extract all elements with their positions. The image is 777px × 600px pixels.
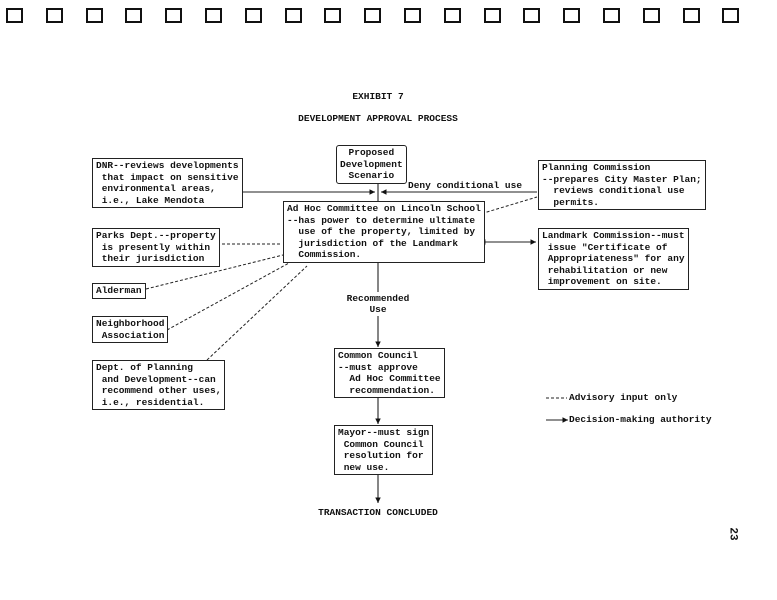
binder-hole <box>284 8 302 23</box>
node-line: recommendation. <box>338 384 435 396</box>
node-line: Ad Hoc Committee on Lincoln School <box>287 203 481 214</box>
binder-hole <box>364 8 382 23</box>
node-line: Association <box>96 329 165 341</box>
node-line: rehabilitation or new <box>542 264 668 276</box>
node-line: Scenario <box>348 170 395 181</box>
node-line: reviews conditional use <box>542 185 685 196</box>
node-line: improvement on site. <box>542 276 662 287</box>
node-dept-planning: Dept. of Planning and Development--can r… <box>92 360 226 410</box>
node-mayor: Mayor--must sign Common Council resoluti… <box>334 425 434 475</box>
legend-advisory: Advisory input only <box>569 392 678 403</box>
node-line: Ad Hoc Committee <box>338 373 441 384</box>
node-line: --prepares City Master Plan; <box>542 173 702 185</box>
planning-dashed <box>476 196 538 216</box>
binder-hole <box>443 8 461 23</box>
deny-label: Deny conditional use <box>408 180 523 191</box>
node-line: Planning Commission <box>542 162 651 173</box>
binder-hole <box>324 8 342 23</box>
alderman-dashed <box>145 254 284 290</box>
use-label: Use <box>369 304 387 315</box>
node-line: issue "Certificate of <box>542 241 668 253</box>
neighborhood-dashed <box>166 262 290 331</box>
node-neighborhood-association: Neighborhood Association <box>92 316 169 343</box>
dept-dashed <box>206 265 308 361</box>
node-line: i.e., Lake Mendota <box>96 194 205 206</box>
binder-hole <box>205 8 222 23</box>
node-line: Landmark Commission--must <box>542 230 685 241</box>
node-line: Common Council <box>338 438 424 450</box>
node-line: resolution for <box>338 450 424 461</box>
node-line: Parks Dept.--property <box>96 230 216 241</box>
binder-hole <box>244 8 262 23</box>
node-line: recommend other uses, <box>96 385 222 396</box>
binder-hole <box>603 8 620 23</box>
exhibit-title: EXHIBIT 7 <box>352 91 404 102</box>
node-line: Commission. <box>287 249 362 260</box>
node-line: and Development--can <box>96 373 216 385</box>
node-parks-dept: Parks Dept.--property is presently withi… <box>92 228 220 267</box>
binder-hole <box>483 8 501 23</box>
binder-hole <box>523 8 541 23</box>
recommended-label: Recommended <box>346 293 410 304</box>
node-line: --has power to determine ultimate <box>287 214 476 226</box>
binder-hole <box>165 8 183 23</box>
node-line: their jurisdiction <box>96 253 205 264</box>
binder-hole <box>682 8 700 23</box>
binder-hole <box>642 8 660 23</box>
node-line: Proposed <box>348 147 395 158</box>
node-line: Neighborhood <box>96 318 165 329</box>
node-line: i.e., residential. <box>96 396 205 408</box>
node-common-council: Common Council--must approve Ad Hoc Comm… <box>334 348 445 398</box>
binder-hole <box>6 8 23 23</box>
binder-hole <box>85 8 103 23</box>
node-dnr: DNR--reviews developments that impact on… <box>92 158 243 208</box>
binder-hole <box>563 8 581 23</box>
binder-hole <box>722 8 740 23</box>
binder-hole <box>125 8 143 23</box>
node-line: use of the property, limited by <box>287 226 476 237</box>
node-line: is presently within <box>96 241 211 253</box>
node-line: new use. <box>338 461 390 473</box>
node-landmark-commission: Landmark Commission--must issue "Certifi… <box>538 228 689 290</box>
binder-hole <box>404 8 421 23</box>
node-line: that impact on sensitive <box>96 171 239 183</box>
node-alderman: Alderman <box>92 283 146 299</box>
binder-hole <box>45 8 63 23</box>
node-line: permits. <box>542 196 600 208</box>
node-line: jurisdiction of the Landmark <box>287 237 459 249</box>
node-line: Mayor--must sign <box>338 427 430 438</box>
page-number: 23 <box>726 527 739 541</box>
legend-decision: Decision-making authority <box>569 414 712 425</box>
node-line: Development <box>340 158 403 170</box>
node-line: --must approve <box>338 361 418 373</box>
node-line: Common Council <box>338 350 418 361</box>
end-label: TRANSACTION CONCLUDED <box>318 507 438 518</box>
exhibit-subtitle: DEVELOPMENT APPROVAL PROCESS <box>298 113 458 124</box>
node-adhoc-committee: Ad Hoc Committee on Lincoln School--has … <box>283 201 485 263</box>
node-line: DNR--reviews developments <box>96 160 239 171</box>
node-line: Alderman <box>96 285 142 296</box>
node-line: Appropriateness" for any <box>542 253 685 264</box>
node-line: environmental areas, <box>96 183 216 194</box>
node-line: Dept. of Planning <box>96 362 193 373</box>
node-planning-commission: Planning Commission--prepares City Maste… <box>538 160 706 210</box>
